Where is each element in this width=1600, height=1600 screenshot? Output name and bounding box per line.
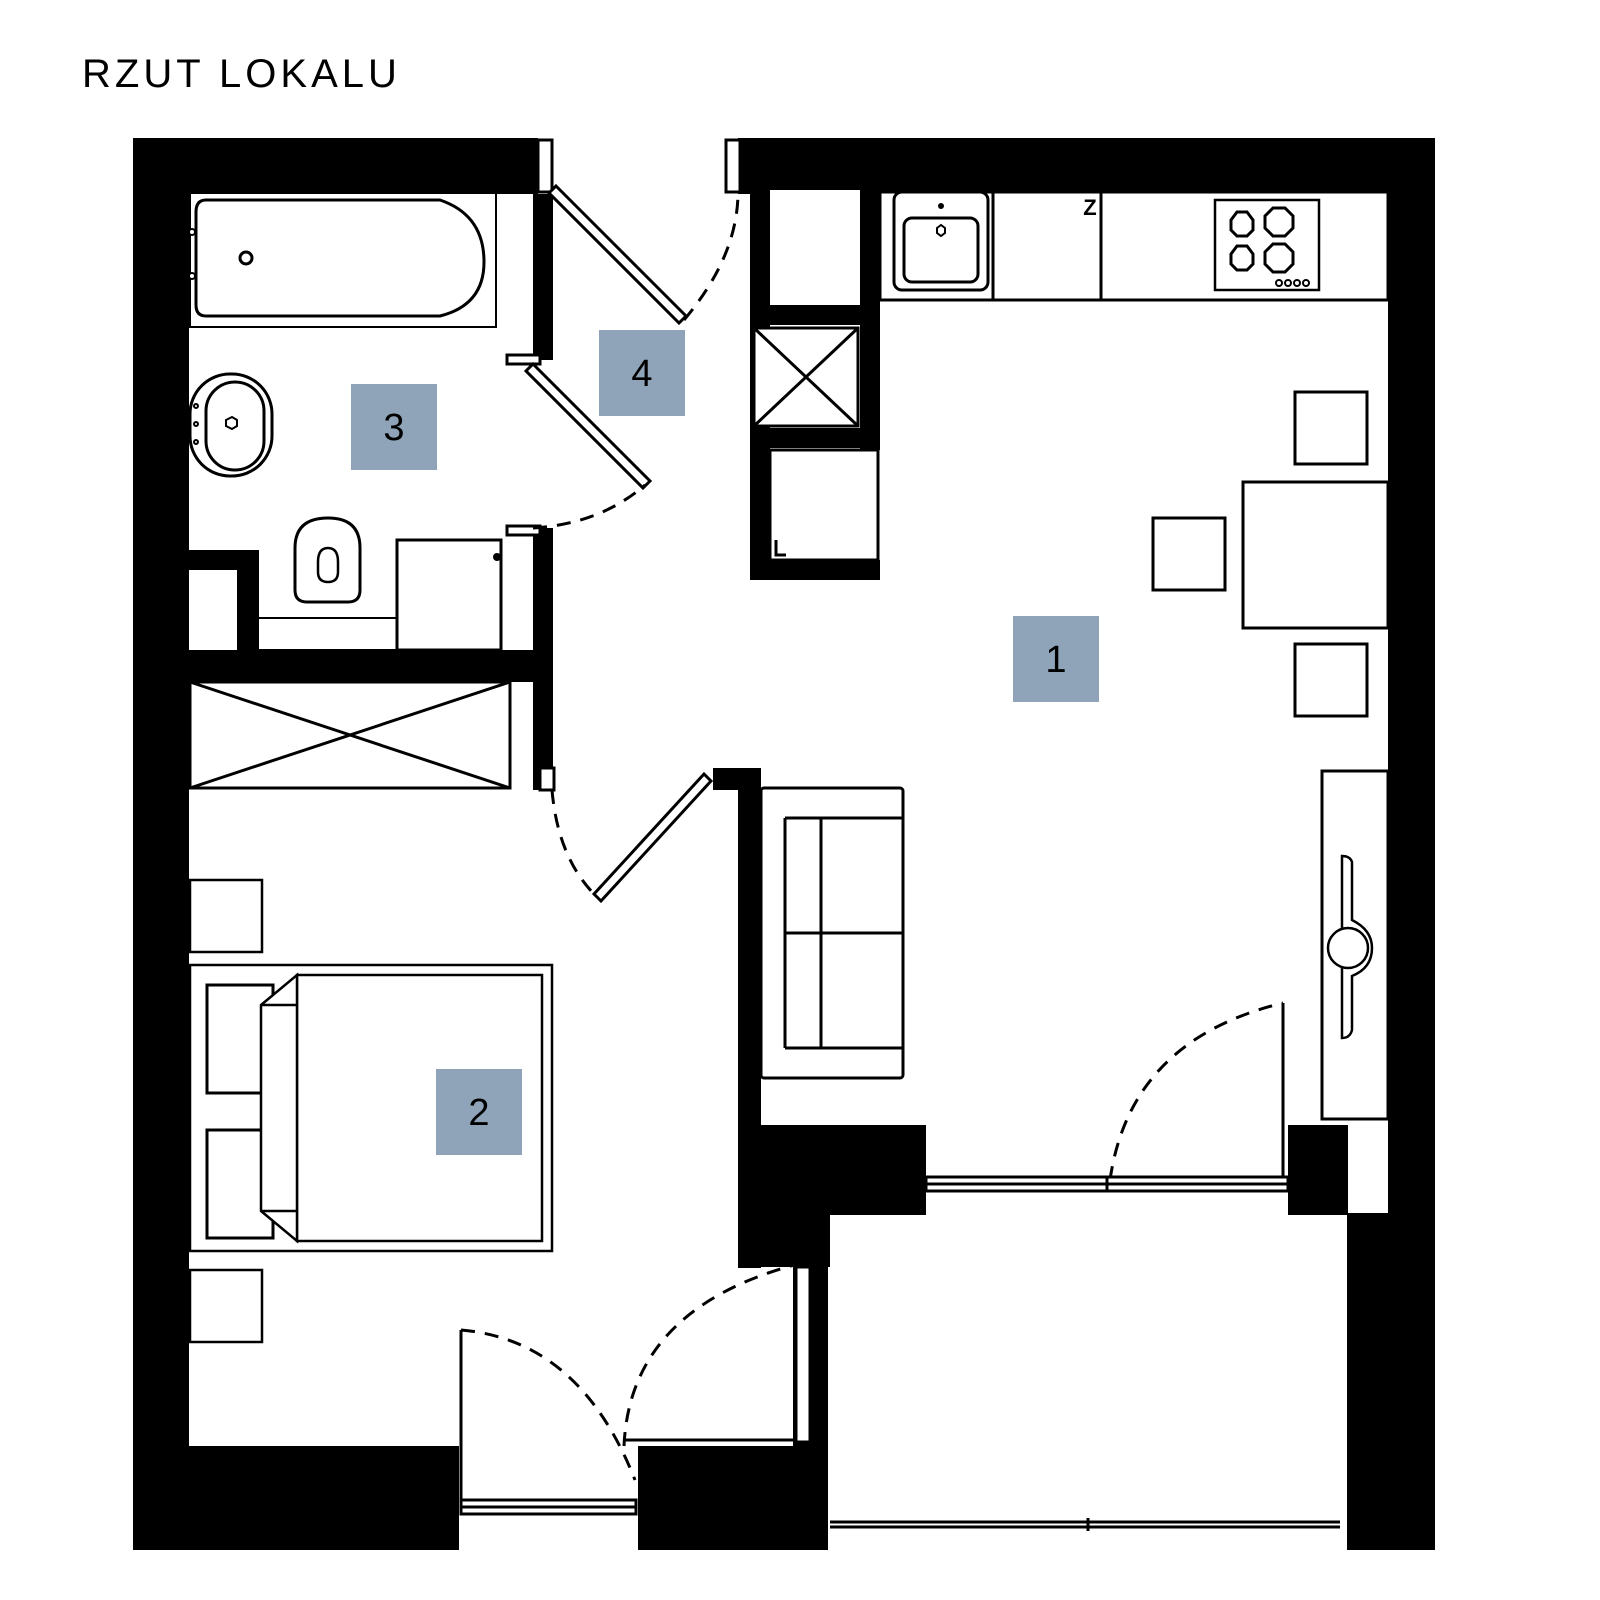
kitchen-marker: Z (1083, 195, 1096, 220)
wall-outer-left (133, 138, 189, 1550)
wall-bath-partition-top (533, 190, 553, 360)
entry-door[interactable] (536, 138, 742, 326)
bathtub (188, 191, 497, 328)
balcony-door-bedroom[interactable] (459, 1263, 795, 1500)
room-number-2: 2 (468, 1092, 489, 1134)
sofa (759, 786, 905, 1080)
chair-3 (1293, 642, 1369, 718)
nightstand-1 (188, 878, 264, 954)
wall-top-right (738, 138, 1435, 194)
closet (188, 680, 512, 790)
shaft (752, 326, 860, 428)
room-number-3: 3 (383, 407, 404, 449)
wall-pier-right (1288, 1125, 1348, 1215)
wall-niche-post (238, 550, 259, 682)
tv-cabinet (1320, 769, 1390, 1121)
wall-kitchen-right (860, 190, 880, 450)
room-label-2[interactable]: 2 (436, 1069, 522, 1155)
wall-bedroom-living (738, 768, 761, 1268)
room-number-4: 4 (631, 353, 652, 395)
bathroom-door[interactable] (505, 353, 653, 537)
wall-kitchen-bottom (750, 560, 880, 580)
niche-interior (189, 570, 237, 650)
wall-door-jamb (713, 768, 761, 790)
room-label-1[interactable]: 1 (1013, 616, 1099, 702)
washbasin (188, 372, 274, 478)
toilet (257, 516, 399, 651)
washing-machine (395, 538, 503, 652)
wall-bottom-balcony (1347, 1213, 1435, 1550)
windows (459, 1175, 1340, 1531)
plan-title: RZUT LOKALU (82, 52, 401, 96)
doors (459, 138, 1285, 1500)
balcony-door-living[interactable] (1108, 1001, 1285, 1181)
room-labels: 1 2 3 4 (351, 330, 1099, 1155)
kitchen-cabinet-bottom (768, 448, 880, 562)
bedroom-door[interactable] (538, 766, 714, 904)
wall-top-left (133, 138, 538, 194)
entry-opening (538, 138, 738, 194)
chair-1 (1293, 390, 1369, 466)
wall-bottom-left (133, 1446, 459, 1550)
dining-table (1241, 480, 1390, 630)
room-number-1: 1 (1045, 639, 1066, 681)
kitchen-cabinet-top (770, 190, 860, 305)
room-label-3[interactable]: 3 (351, 384, 437, 470)
wall-kitchen-mid (750, 428, 880, 448)
bedroom-window-opening (459, 1446, 638, 1550)
kitchen-counter (878, 190, 1390, 302)
nightstand-2 (188, 1268, 264, 1344)
window-balcony-side (794, 1265, 812, 1444)
wall-kitchen-top (750, 305, 880, 325)
room-label-4[interactable]: 4 (599, 330, 685, 416)
chair-2 (1151, 516, 1227, 592)
